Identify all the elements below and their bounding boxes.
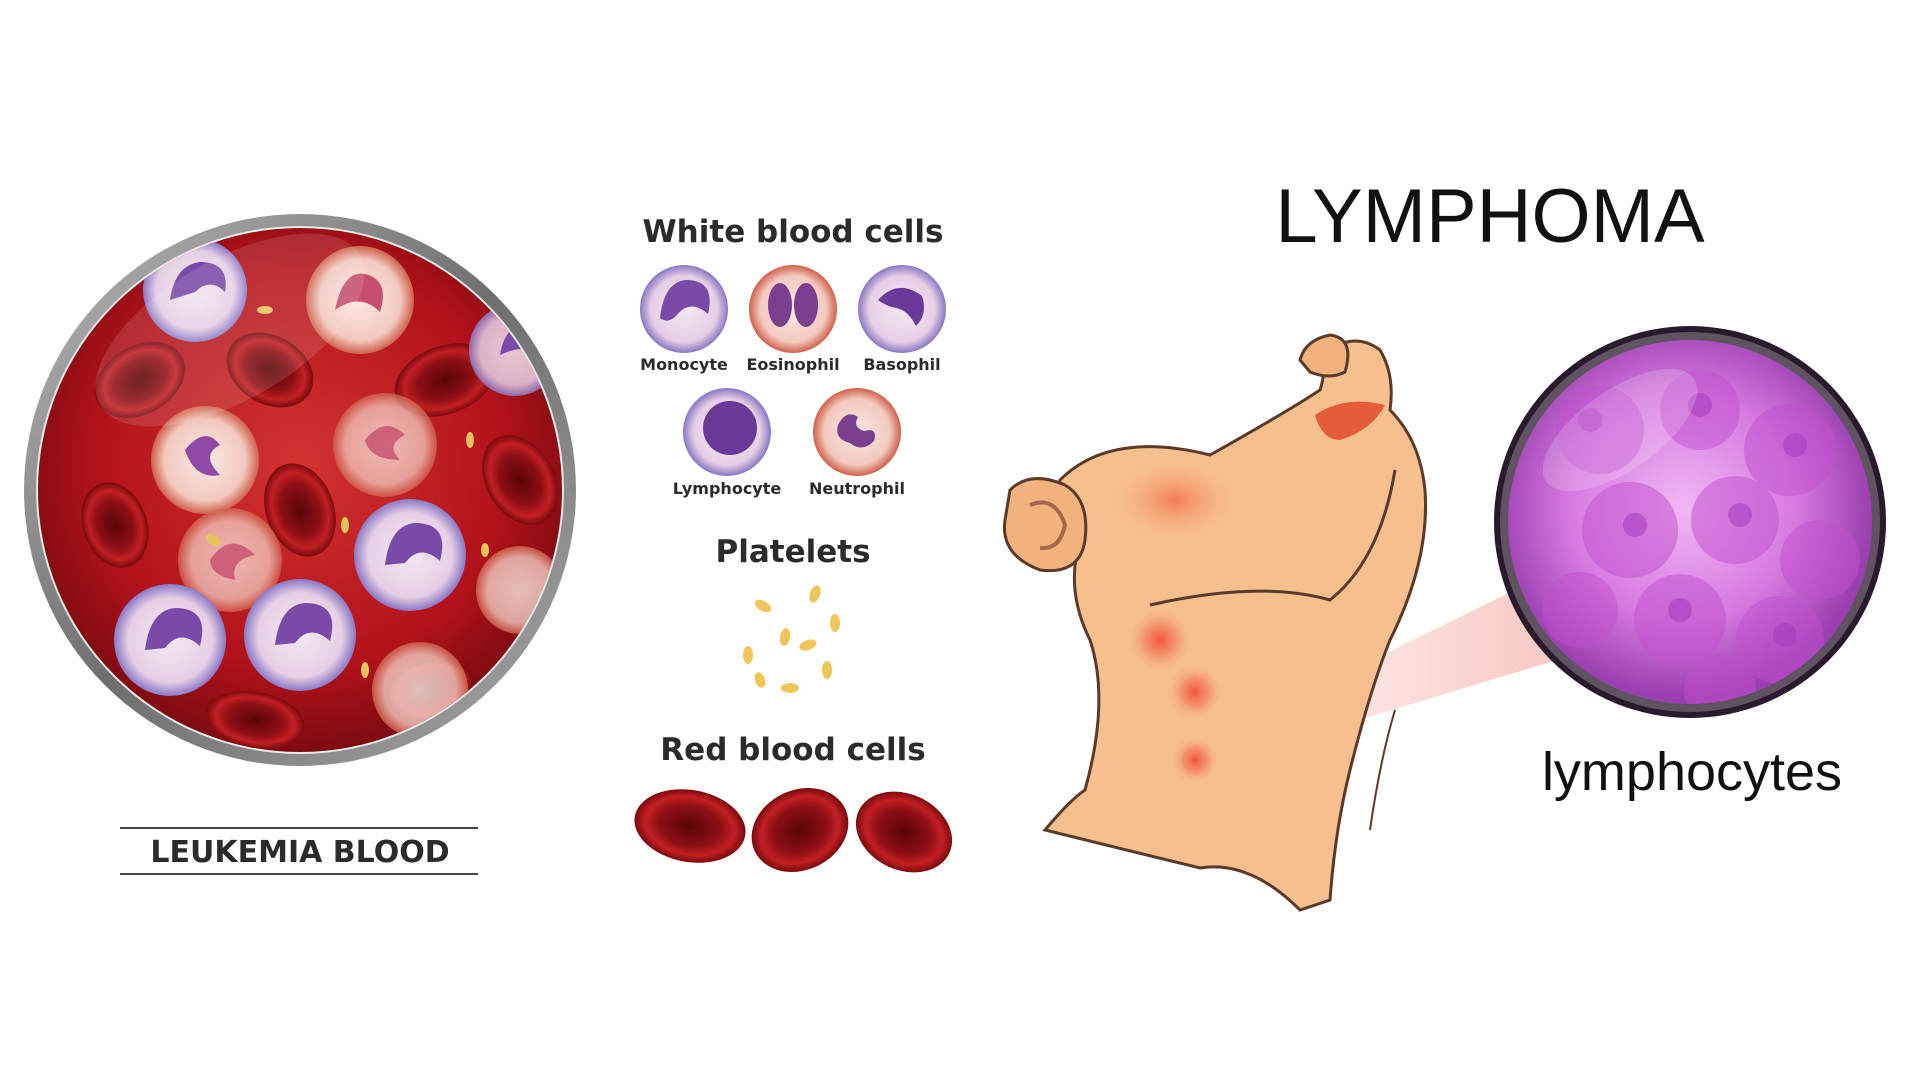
red-blood-cell bbox=[81, 482, 149, 568]
lymphocyte-label: Lymphocyte bbox=[673, 479, 782, 498]
red-blood-cell bbox=[394, 343, 496, 417]
platelet bbox=[205, 306, 489, 678]
eosinophil-label: Eosinophil bbox=[746, 355, 839, 374]
platelets-icon bbox=[743, 585, 840, 693]
lymphoma-section: LYMPHOMA bbox=[1002, 174, 1886, 912]
lymph-node bbox=[1169, 734, 1221, 786]
red-blood-cell bbox=[264, 463, 336, 557]
white-blood-cell bbox=[354, 499, 466, 611]
white-blood-cell bbox=[333, 393, 437, 497]
white-blood-cell bbox=[244, 579, 356, 691]
monocyte-label: Monocyte bbox=[640, 355, 728, 374]
white-blood-cell bbox=[151, 406, 259, 514]
ear bbox=[1002, 477, 1088, 573]
leukemia-caption: LEUKEMIA BLOOD bbox=[150, 835, 449, 870]
lymph-node bbox=[1126, 606, 1194, 674]
white-blood-cell bbox=[143, 238, 247, 342]
nose bbox=[1298, 333, 1350, 378]
lymph-node bbox=[1165, 662, 1225, 722]
neutrophil-icon bbox=[813, 388, 901, 476]
eosinophil-icon bbox=[749, 265, 837, 353]
lymphocyte-icon bbox=[683, 388, 771, 476]
red-blood-cell bbox=[205, 691, 305, 749]
red-blood-cell bbox=[226, 332, 314, 408]
neutrophil-label: Neutrophil bbox=[809, 479, 905, 498]
white-blood-cell bbox=[114, 584, 226, 696]
red-blood-cell bbox=[482, 435, 558, 525]
inflammation-glow bbox=[1105, 455, 1245, 545]
lymphocytes-inset bbox=[1494, 326, 1886, 718]
platelets-title: Platelets bbox=[715, 534, 870, 570]
basophil-label: Basophil bbox=[863, 355, 940, 374]
neck-illustration bbox=[1002, 333, 1428, 912]
blood-cell-legend: White blood cells Monocyte Eosinophil Ba… bbox=[634, 214, 953, 873]
lymphoma-title: LYMPHOMA bbox=[1275, 174, 1705, 259]
leukemia-blood-view: LEUKEMIA BLOOD bbox=[24, 214, 576, 875]
red-blood-cells-icon bbox=[634, 788, 953, 873]
lymphocytes-caption: lymphocytes bbox=[1542, 742, 1842, 802]
white-cells-title: White blood cells bbox=[642, 214, 943, 250]
white-blood-cell bbox=[178, 508, 282, 612]
white-blood-cell bbox=[306, 246, 414, 354]
basophil-icon bbox=[858, 265, 946, 353]
red-blood-cell bbox=[95, 342, 185, 418]
monocyte-icon bbox=[640, 265, 728, 353]
lips bbox=[1315, 401, 1385, 440]
red-cells-title: Red blood cells bbox=[660, 732, 925, 768]
